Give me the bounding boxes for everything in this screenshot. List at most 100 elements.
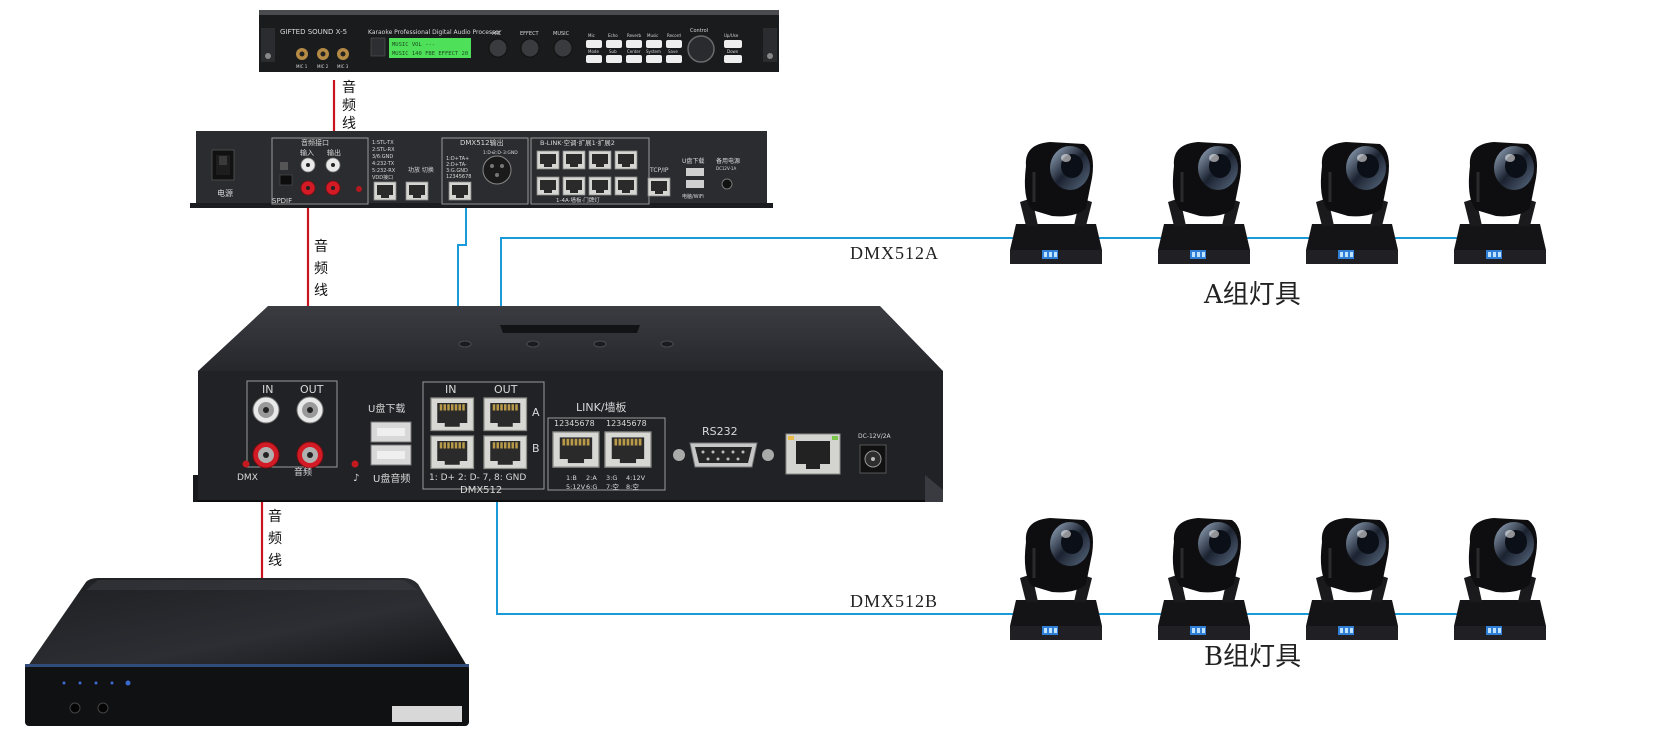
link-nums-2: 12345678 bbox=[606, 419, 647, 428]
moving-head-light-icon bbox=[1304, 140, 1400, 266]
audio-label-middle: 音 频 线 bbox=[314, 238, 328, 299]
moving-head-light-icon bbox=[1452, 140, 1548, 266]
control-label: Control bbox=[690, 28, 708, 34]
moving-head-light-icon bbox=[1008, 516, 1104, 642]
mic-input-jacks: MIC 1 MIC 2 MIC 3 bbox=[296, 48, 349, 69]
rj45-port-icon bbox=[647, 177, 671, 197]
link-pin-4: 4:12V bbox=[626, 474, 646, 482]
audio-label-top-char-3: 线 bbox=[342, 116, 356, 132]
db9-port-icon bbox=[673, 442, 774, 468]
processor-brand: GIFTED SOUND X-5 bbox=[280, 28, 347, 36]
link-pin-8: 8:空 bbox=[626, 482, 639, 491]
port-b-label: B bbox=[532, 442, 540, 455]
tcp-label: TCP/IP bbox=[649, 167, 669, 174]
power-label: 电源 bbox=[217, 188, 233, 198]
processor-button-labels: Mic Echo Reverb Music Record Mode Sub Ce… bbox=[588, 33, 681, 54]
audio-label-mid-char-1: 音 bbox=[314, 238, 328, 255]
btn-label-system: System bbox=[646, 49, 661, 54]
link-pin-6: 6:G bbox=[586, 483, 597, 491]
pin-text-4: 4:232-TX bbox=[372, 161, 395, 167]
audio-label-bot-char-1: 音 bbox=[268, 508, 282, 525]
audio-processor: GIFTED SOUND X-5 Karaoke Professional Di… bbox=[259, 10, 779, 72]
audio-label-mid-char-2: 频 bbox=[314, 261, 328, 277]
pin-text-block: 1:STL-TX 2:STL-RX 3/6:GND 4:232-TX 5:232… bbox=[372, 140, 396, 181]
usb-port-icon bbox=[370, 421, 412, 466]
rj45-port-icon bbox=[405, 181, 429, 201]
music-note-icon: ♪ bbox=[353, 473, 359, 484]
mic-label-3: MIC 3 bbox=[337, 64, 349, 69]
link-nums-1: 12345678 bbox=[554, 419, 595, 428]
processor-model-line: Karaoke Professional Digital Audio Proce… bbox=[368, 29, 502, 36]
btn-label-save: Save bbox=[668, 49, 678, 54]
out-label: 输出 bbox=[327, 148, 341, 157]
dmx-pin-left-3: 3:G.GND bbox=[446, 168, 468, 174]
power-in-label: 备用电源 bbox=[716, 157, 740, 165]
rj45-port-icon bbox=[448, 181, 472, 201]
media-player bbox=[25, 578, 469, 726]
moving-head-light-icon bbox=[1452, 516, 1548, 642]
dmx-pin-d-plus: 1:D+ bbox=[483, 150, 495, 156]
headphone-jack-icon bbox=[69, 702, 81, 714]
btn-label-mic: Mic bbox=[588, 33, 595, 38]
controller-1: 电源 音频接口 输入 输出 SPDIF 1:STL-TX 2:STL-RX 3/… bbox=[190, 131, 773, 208]
audio-label-c2: 音频 bbox=[294, 466, 312, 478]
moving-head-light-icon bbox=[1008, 140, 1104, 266]
dmx-pin-left-1: 1:D+TA+ bbox=[446, 156, 469, 162]
link-bottom-label: 1-4A·墙板·门牌灯 bbox=[556, 196, 600, 204]
link-pin-1: 1:B bbox=[566, 474, 577, 482]
light-group-b bbox=[1008, 516, 1548, 642]
usb-download-label: U盘下载 bbox=[368, 402, 405, 415]
pin-text-5: 5:232-RX bbox=[372, 168, 396, 174]
spdif-label: SPDIF bbox=[272, 197, 292, 205]
usb-audio-label: U盘音频 bbox=[373, 472, 410, 485]
xlr-port-icon bbox=[482, 155, 512, 185]
mic-label-1: MIC 1 bbox=[296, 64, 308, 69]
dmx512b-label: DMX512B bbox=[850, 591, 938, 611]
btn-label-music: Music bbox=[647, 33, 658, 38]
btn-label-sub: Sub bbox=[609, 49, 617, 54]
pin-text-6: VDD接口 bbox=[372, 174, 393, 181]
btn-label-mode: Mode bbox=[588, 49, 599, 54]
link-pin-2: 2:A bbox=[586, 474, 597, 482]
switch-label: 功放 切换 bbox=[408, 166, 434, 174]
dmx-in-label: IN bbox=[445, 383, 456, 396]
mic-label-2: MIC 2 bbox=[317, 64, 329, 69]
controller-2: IN OUT DMX 音频 U盘下载 ♪ U盘音频 IN OUT A B 1: bbox=[193, 306, 943, 502]
rs232-label: RS232 bbox=[702, 425, 738, 438]
updown-label-down: Down bbox=[727, 49, 739, 54]
audio-label-top-char-2: 频 bbox=[342, 98, 356, 114]
updown-label-up: Up/Use bbox=[724, 33, 739, 38]
audio-label-top-char-1: 音 bbox=[342, 79, 356, 96]
link-pin-3: 3:G bbox=[606, 474, 617, 482]
control-knob-icon bbox=[687, 35, 715, 63]
knob-label-music: MUSIC bbox=[553, 31, 570, 37]
dmx512a-label: DMX512A bbox=[850, 243, 939, 263]
audio-label-bot-char-2: 频 bbox=[268, 531, 282, 547]
btn-label-reverb: Reverb bbox=[627, 33, 642, 38]
moving-head-light-icon bbox=[1156, 140, 1252, 266]
btn-label-center: Center bbox=[627, 49, 641, 54]
usb-port-icon bbox=[686, 168, 704, 188]
power-switch-icon bbox=[211, 149, 235, 181]
link-pin-5: 5:12V bbox=[566, 483, 586, 491]
knob-label-mic: MIC bbox=[492, 31, 502, 37]
moving-head-light-icon bbox=[1304, 516, 1400, 642]
dmx-pins-label: 1: D+ 2: D- 7, 8: GND bbox=[429, 473, 526, 483]
moving-head-light-icon bbox=[1156, 516, 1252, 642]
usb-label: U盘下载 bbox=[682, 157, 704, 165]
audio-group-label: 音频接口 bbox=[301, 138, 329, 147]
in-label: 输入 bbox=[300, 148, 314, 157]
lcd-line-1: MUSIC VOL --- bbox=[392, 42, 435, 48]
in-label-c2: IN bbox=[262, 383, 273, 396]
headphone-jack-icon bbox=[97, 702, 109, 714]
dmx-out-label: DMX512输出 bbox=[460, 138, 504, 147]
dc-jack-icon bbox=[721, 178, 733, 190]
dmx-out-label-c2: OUT bbox=[494, 383, 518, 396]
power-in-sub: DC12V-1A bbox=[716, 166, 736, 171]
dc-jack-icon bbox=[859, 444, 887, 474]
link-label-c2: LINK/墙板 bbox=[576, 400, 627, 414]
audio-label-bot-char-3: 线 bbox=[268, 553, 282, 569]
btn-label-record: Record bbox=[667, 33, 681, 38]
ethernet-port-icon bbox=[785, 433, 841, 475]
